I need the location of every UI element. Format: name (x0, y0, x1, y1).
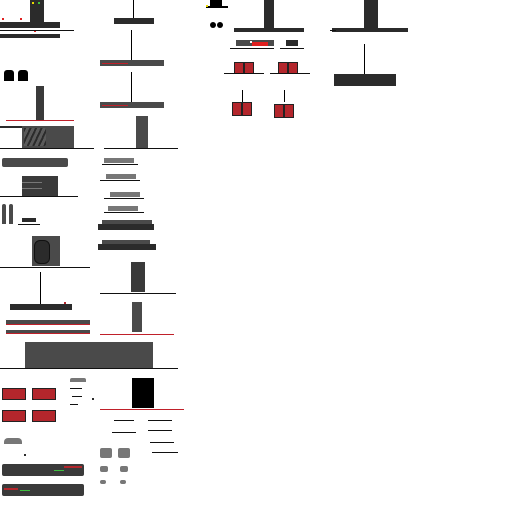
twin-block-sprite (4, 70, 30, 82)
red-window-grid-sprite (0, 384, 60, 424)
stairs-sprite (66, 376, 100, 410)
post-red-base-2-sprite (98, 72, 166, 110)
hanging-lanterns-sprite (228, 90, 300, 118)
goggles-icon (210, 22, 224, 30)
antenna-plate-sprite (8, 272, 76, 312)
layered-box-sprite (0, 176, 80, 198)
striped-crate-sprite (0, 124, 95, 150)
small-hump-sprite (4, 434, 32, 458)
red-panel-console-sprite (230, 38, 306, 52)
hud-fragment-sprite (0, 0, 75, 40)
door-emblem-sprite (0, 236, 92, 270)
black-door-sprite (100, 376, 186, 412)
ramp-lines-sprite (110, 416, 180, 456)
antenna-block-sprite (332, 44, 398, 88)
tall-column-sprite (104, 114, 180, 150)
post-red-base-sprite (98, 30, 166, 68)
tower-base-sprite (234, 0, 306, 34)
post-top-sprite (112, 0, 156, 26)
stack-plates-sprite (98, 154, 158, 258)
red-crates-sprite (224, 60, 312, 76)
large-tower-base-sprite (330, 0, 410, 34)
block-tower-sprite (100, 262, 178, 296)
slab-sprite (2, 158, 70, 168)
wall-block-sprite (0, 342, 180, 370)
block-tower-red-sprite (100, 302, 176, 336)
quad-blocks-sprite (98, 446, 138, 486)
hat-sprite (204, 0, 230, 12)
pillar-sprite (0, 86, 80, 122)
shelf-red-sprite (4, 318, 92, 336)
vehicle-bar-sprite (0, 462, 86, 498)
posts-sprite (0, 204, 44, 226)
